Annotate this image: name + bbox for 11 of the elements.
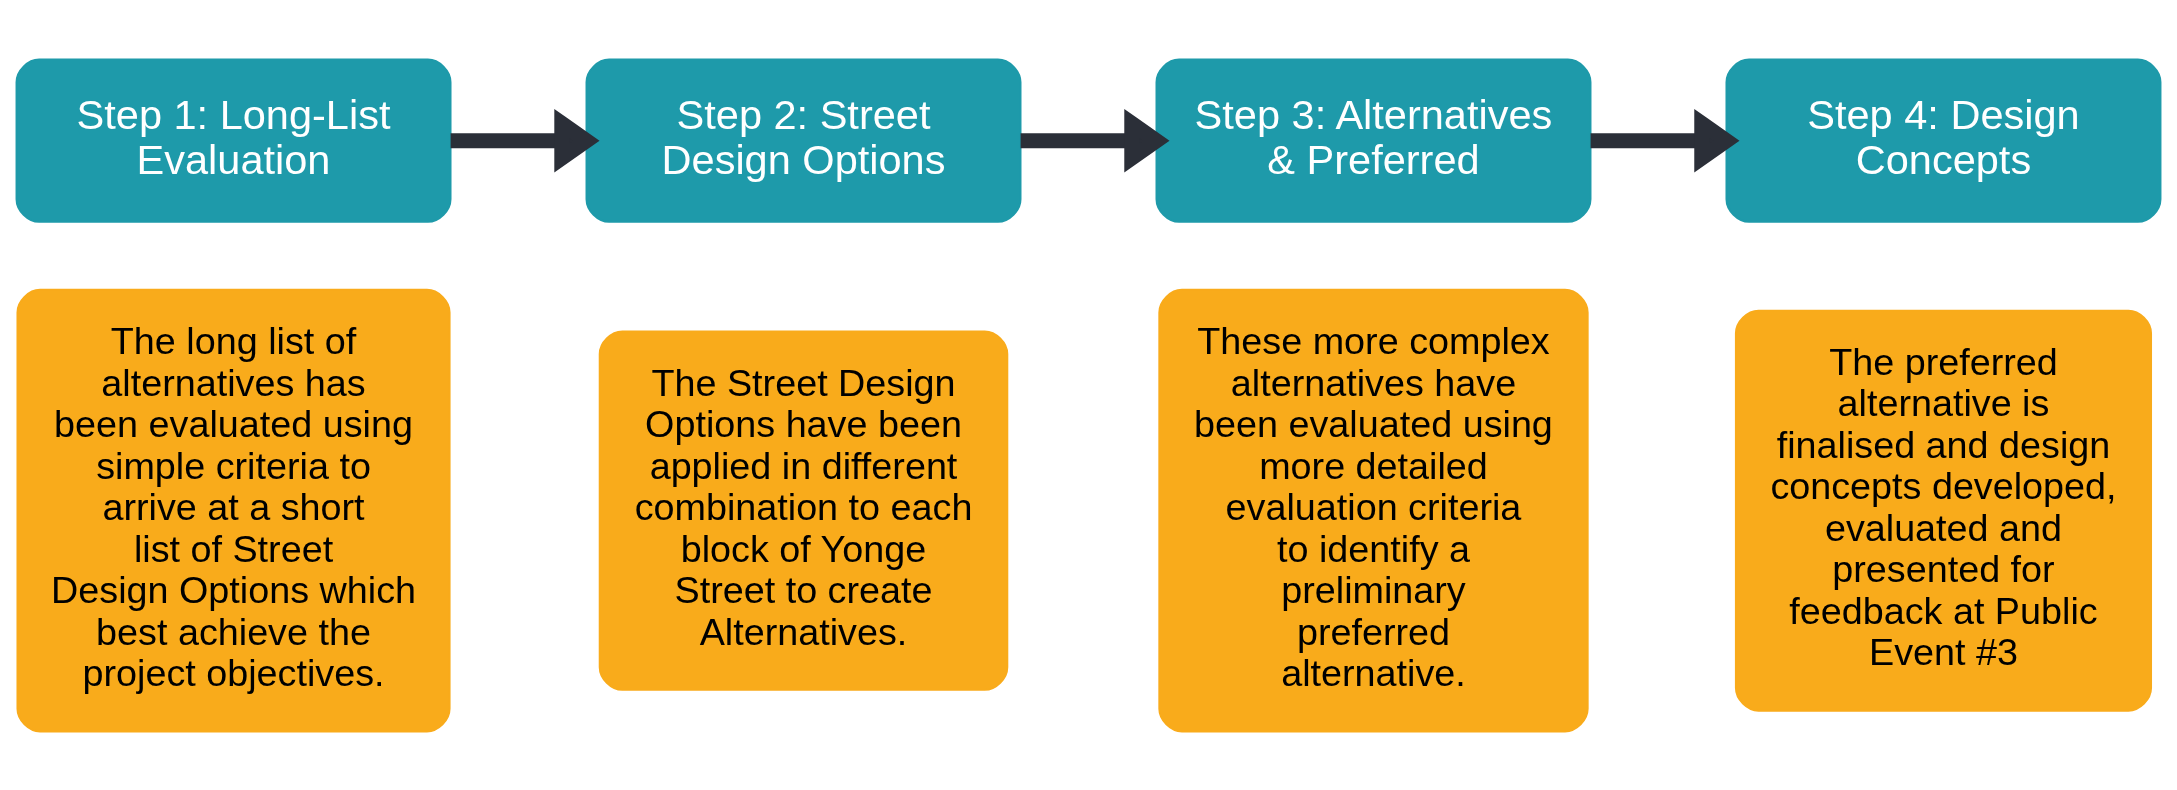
node-box: Step 1: Long-List Evaluation <box>15 58 452 223</box>
arrow <box>1590 108 1740 172</box>
node-box: Step 2: Street Design Options <box>585 58 1022 223</box>
arrow <box>450 108 600 172</box>
arrow <box>1020 108 1170 172</box>
node-box: These more complex alternatives have been evaluated using more detailed evaluation criteria to identify a preliminary preferred alternative. <box>1158 288 1589 732</box>
node-box: Step 3: Alternatives & Preferred <box>1155 58 1592 223</box>
node-box: Step 4: Design Concepts <box>1725 58 2162 223</box>
node-box: The long list of alternatives has been evaluated using simple criteria to arrive at a short list of Street Design Options which best achieve the project objectives. <box>16 288 451 732</box>
node-box: The Street Design Options have been applied in different combination to each block of Yonge Street to create Alternatives. <box>598 329 1009 691</box>
node-box: The preferred alternative is finalised and design concepts developed, evaluated and presented for feedback at Public Event #3 <box>1734 309 2153 712</box>
